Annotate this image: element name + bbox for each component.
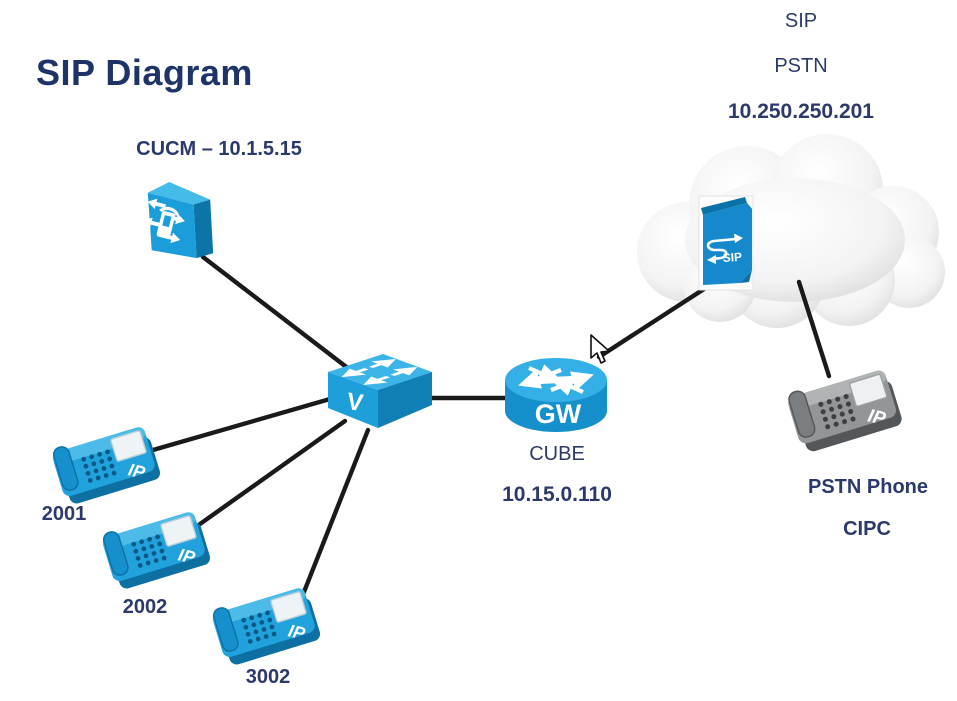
- switch-icon: V: [328, 354, 432, 428]
- cloud-label-sip: SIP: [784, 10, 818, 32]
- link-switch-phone2001: [143, 396, 333, 455]
- phone-2001-label: 2001: [41, 503, 87, 525]
- cloud-label-pstn: PSTN: [774, 55, 828, 77]
- sip-trunk-icon: SIP: [698, 195, 754, 291]
- ip-phone-2002-icon: [100, 508, 215, 593]
- pstn-phone-icon: [784, 366, 908, 456]
- switch-glyph: V: [345, 388, 365, 417]
- gateway-ip-label: 10.15.0.110: [502, 483, 612, 506]
- sip-trunk-glyph: SIP: [722, 250, 742, 265]
- phone-2002-label: 2002: [122, 596, 168, 618]
- page-title: SIP Diagram: [36, 52, 253, 93]
- phone-3002-label: 3002: [245, 666, 291, 688]
- ip-phone-3002-icon: [210, 584, 325, 669]
- cucm-server-icon: [142, 182, 214, 259]
- pstn-phone-label: PSTN Phone: [807, 476, 929, 498]
- cloud-label-ip: 10.250.250.201: [728, 100, 874, 123]
- cucm-label: CUCM – 10.1.5.15: [136, 138, 302, 160]
- link-gateway-cloud: [596, 286, 707, 360]
- link-switch-phone2002: [197, 418, 348, 527]
- link-cucm-switch: [200, 254, 352, 372]
- link-cloud-pstnphone: [796, 279, 832, 379]
- gateway-glyph: GW: [535, 399, 582, 429]
- mouse-cursor-icon: [590, 334, 610, 364]
- gateway-name-label: CUBE: [529, 443, 585, 465]
- gateway-router-icon: GW: [505, 358, 607, 432]
- link-switch-phone3002: [299, 427, 371, 600]
- ip-phone-2001-icon: [50, 423, 165, 508]
- pstn-phone-sub-label: CIPC: [843, 518, 891, 540]
